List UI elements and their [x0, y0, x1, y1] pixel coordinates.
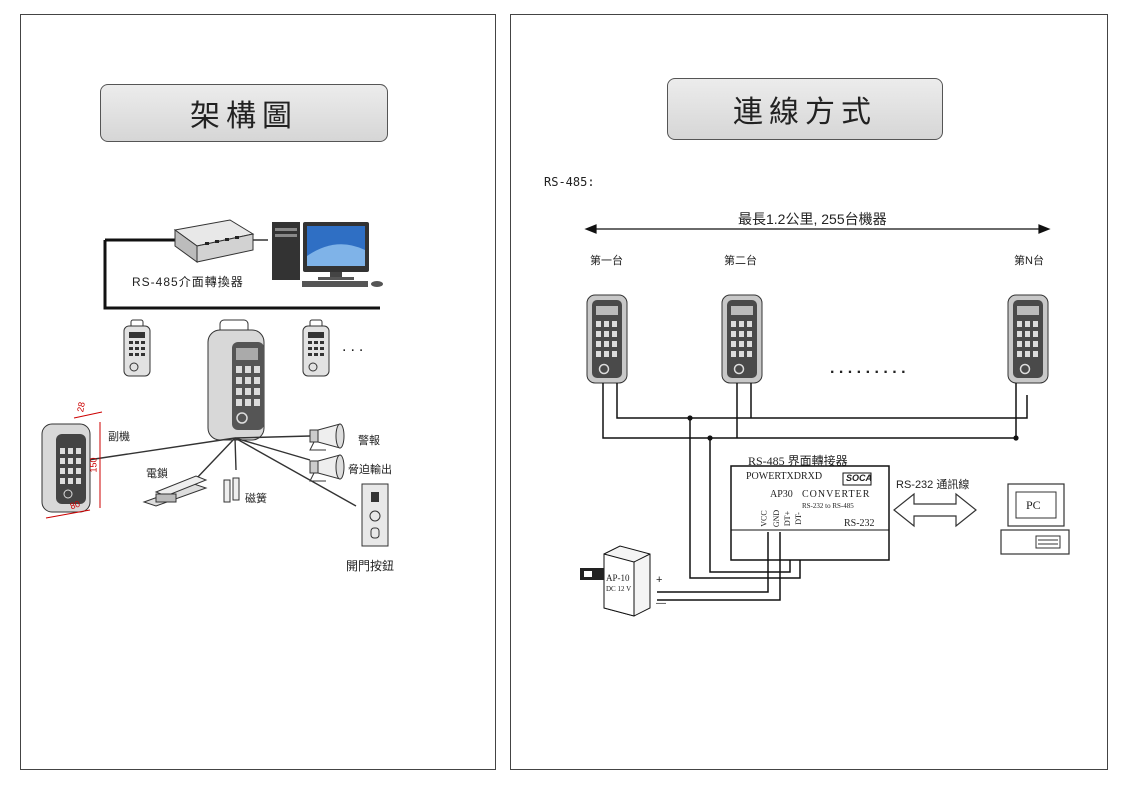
- reader-icon-2: [721, 294, 763, 384]
- led-labels: POWERTXDRXD: [746, 471, 823, 482]
- power-wiring: [657, 532, 781, 601]
- pin-gnd: GND: [772, 509, 782, 528]
- connection-title: 連線方式: [667, 78, 943, 140]
- pin-vcc: VCC: [759, 510, 769, 527]
- alarm-siren-icon: [309, 423, 345, 451]
- electric-lock-icon: [142, 475, 208, 507]
- distance-arrow: [584, 224, 1051, 234]
- protocol-label: RS-485:: [544, 175, 595, 189]
- bus-lines: [103, 238, 380, 310]
- psu-minus: —: [656, 598, 666, 609]
- unit-1-label: 第一台: [590, 255, 623, 267]
- alarm-label: 警報: [358, 435, 380, 447]
- rs485-converter-icon: [173, 219, 255, 263]
- computer-icon: [272, 222, 383, 287]
- magnetic-contact-icon: [223, 477, 240, 503]
- converter-title: RS-485 界面轉接器: [748, 454, 848, 468]
- small-reader-icon-1: [123, 319, 151, 377]
- small-reader-icon-2: [302, 319, 330, 377]
- main-controller-icon: [207, 319, 265, 441]
- psu-plus: +: [656, 574, 663, 586]
- controller-wiring: [87, 435, 357, 507]
- sub-unit-label: 副機: [108, 431, 130, 443]
- rs232-cable-label: RS-232 通訊線: [896, 479, 970, 491]
- rs485-interface-converter: [730, 465, 890, 561]
- right-panel: [510, 14, 1108, 770]
- unit-n-label: 第N台: [1014, 255, 1044, 267]
- unit-2-label: 第二台: [724, 255, 757, 267]
- duress-output-label: 脅迫輸出: [348, 464, 392, 476]
- pin-dt-plus: DT+: [783, 510, 793, 527]
- converter-sub: RS-232 to RS-485: [802, 502, 854, 510]
- rs232-double-arrow: [893, 492, 977, 528]
- psu-voltage: DC 12 V: [606, 585, 632, 593]
- pin-dt-minus: DT-: [793, 512, 803, 525]
- pc-icon: [1000, 483, 1070, 555]
- distance-label: 最長1.2公里, 255台機器: [738, 211, 887, 227]
- converter-word: CONVERTER: [802, 489, 871, 500]
- model-label: AP30: [770, 489, 793, 500]
- rs232-port-label: RS-232: [844, 518, 875, 529]
- magnetic-contact-label: 磁簧: [245, 493, 267, 505]
- electric-lock-label: 電鎖: [146, 468, 168, 480]
- exit-button-label: 開門按鈕: [346, 559, 395, 573]
- reader-icon-n: [1007, 294, 1049, 384]
- duress-siren-icon: [309, 454, 345, 482]
- psu-model: AP-10: [606, 573, 630, 583]
- pc-label: PC: [1026, 498, 1041, 512]
- exit-button-icon: [361, 483, 389, 547]
- more-units-dots: . . . . . . . . .: [830, 360, 906, 377]
- sub-reader-icon: [41, 411, 103, 519]
- reader-icon-1: [586, 294, 628, 384]
- more-units-dots: ...: [342, 338, 368, 355]
- power-adapter-icon: [580, 545, 651, 617]
- junction-dots: [687, 415, 1019, 441]
- converter-label: RS-485介面轉換器: [132, 275, 244, 289]
- architecture-title: 架構圖: [100, 84, 388, 142]
- brand-logo: SOCA: [846, 473, 873, 483]
